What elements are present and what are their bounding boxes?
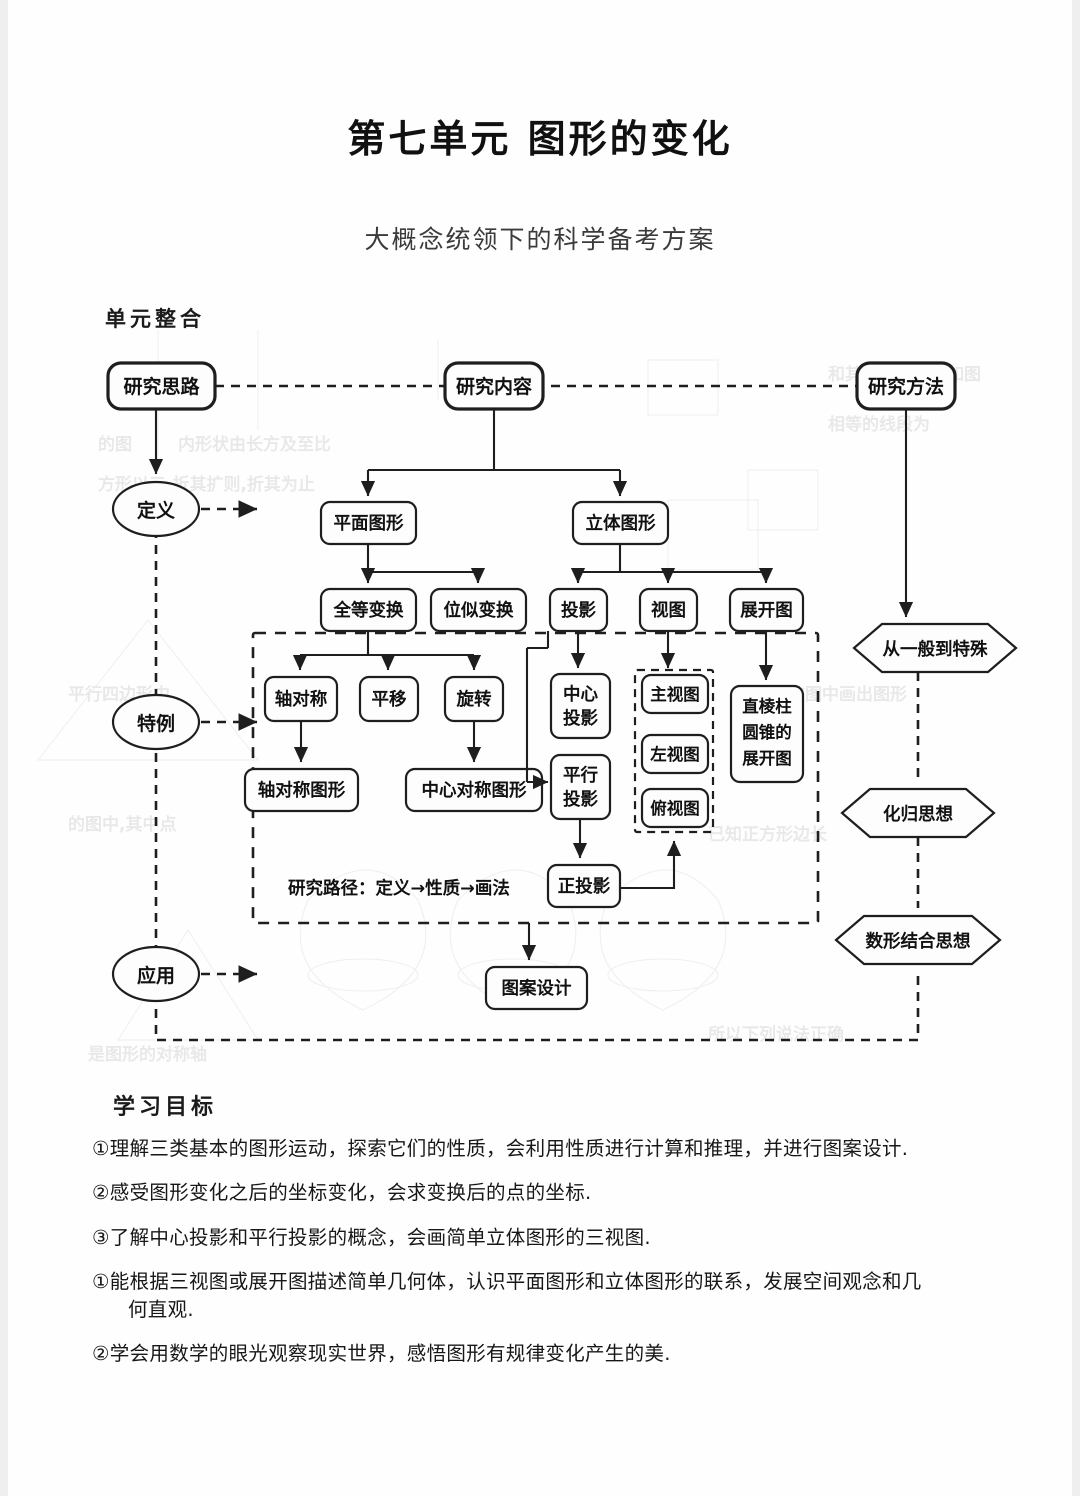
- edge-ortho-to-views: [620, 840, 682, 890]
- node-translation-label: 平移: [372, 689, 407, 710]
- three-views-frame: [633, 668, 715, 834]
- goal-item: ②学会用数学的眼光观察现实世界，感悟图形有规律变化产生的美.: [92, 1340, 1002, 1368]
- node-solid-figure[interactable]: 立体图形: [571, 500, 670, 546]
- node-prism-cone-unfolding-label-3: 展开图: [742, 749, 792, 768]
- node-congruent-transform-label: 全等变换: [333, 600, 404, 621]
- node-general-to-special[interactable]: 从一般到特殊: [852, 622, 1018, 674]
- node-axial-symmetry-label: 轴对称: [275, 689, 328, 710]
- node-top-view-label: 俯视图: [650, 798, 700, 818]
- node-plane-figure-label: 平面图形: [334, 513, 404, 534]
- node-congruent-transform[interactable]: 全等变换: [319, 587, 418, 633]
- unit-integration-label: 单元整合: [105, 308, 205, 331]
- node-projection-label: 投影: [561, 600, 596, 621]
- node-orthographic-projection-label: 正投影: [558, 876, 611, 897]
- goal-text-continuation: 何直观.: [128, 1298, 194, 1322]
- node-central-symmetric-figure[interactable]: 中心对称图形: [404, 767, 544, 813]
- goal-text: 能根据三视图或展开图描述简单几何体，认识平面图形和立体图形的联系，发展空间观念和…: [109, 1269, 922, 1293]
- node-central-projection[interactable]: 中心 投影: [549, 672, 612, 740]
- learning-goals-list: ①理解三类基本的图形运动，探索它们的性质，会利用性质进行计算和推理，并进行图案设…: [92, 1135, 1002, 1385]
- goal-marker: ①: [92, 1137, 110, 1160]
- node-central-projection-label-2: 投影: [563, 708, 598, 729]
- node-unfolding[interactable]: 展开图: [728, 587, 805, 633]
- node-top-view[interactable]: 俯视图: [640, 787, 710, 829]
- node-parallel-projection-label-2: 投影: [563, 789, 598, 810]
- node-number-shape-thought[interactable]: 数形结合思想: [834, 914, 1002, 966]
- edge-content-split: [366, 409, 622, 493]
- node-plane-figure[interactable]: 平面图形: [319, 500, 418, 546]
- node-similar-transform[interactable]: 位似变换: [429, 587, 528, 633]
- node-research-content[interactable]: 研究内容: [443, 361, 545, 411]
- node-orthographic-projection[interactable]: 正投影: [546, 863, 622, 909]
- node-unfolding-label: 展开图: [740, 601, 793, 621]
- node-solid-figure-label: 立体图形: [586, 513, 656, 534]
- goal-item: ①理解三类基本的图形运动，探索它们的性质，会利用性质进行计算和推理，并进行图案设…: [92, 1135, 1002, 1163]
- node-general-to-special-label: 从一般到特殊: [883, 639, 988, 660]
- node-central-symmetric-figure-label: 中心对称图形: [422, 780, 527, 801]
- node-main-view[interactable]: 主视图: [640, 673, 710, 715]
- goal-item: ③了解中心投影和平行投影的概念，会画简单立体图形的三视图.: [92, 1224, 1002, 1252]
- node-application[interactable]: 应用: [111, 945, 201, 1003]
- page-title: 第七单元 图形的变化: [347, 117, 733, 161]
- goal-text: 感受图形变化之后的坐标变化，会求变换后的点的坐标.: [109, 1181, 592, 1205]
- node-research-idea-label: 研究思路: [123, 375, 200, 398]
- goal-text: 学会用数学的眼光观察现实世界，感悟图形有规律变化产生的美.: [109, 1342, 671, 1366]
- node-translation[interactable]: 平移: [358, 675, 420, 723]
- node-projection[interactable]: 投影: [548, 587, 609, 633]
- node-transformation-thought-label: 化归思想: [883, 804, 953, 825]
- node-special-case[interactable]: 特例: [111, 693, 201, 751]
- node-application-label: 应用: [137, 964, 175, 987]
- node-prism-cone-unfolding-label-2: 圆锥的: [742, 722, 792, 742]
- edge-solid-split: [576, 544, 768, 582]
- node-rotation-label: 旋转: [456, 689, 492, 710]
- goal-item: ②感受图形变化之后的坐标变化，会求变换后的点的坐标.: [92, 1179, 1002, 1207]
- page-subtitle: 大概念统领下的科学备考方案: [364, 225, 716, 254]
- goal-text: 理解三类基本的图形运动，探索它们的性质，会利用性质进行计算和推理，并进行图案设计…: [109, 1137, 909, 1160]
- goal-marker: ②: [92, 1342, 110, 1366]
- node-view-label: 视图: [651, 600, 686, 621]
- goal-item: ①能根据三视图或展开图描述简单几何体，认识平面图形和立体图形的联系，发展空间观念…: [92, 1268, 1002, 1325]
- node-parallel-projection[interactable]: 平行 投影: [549, 753, 612, 821]
- research-path-note: 研究路径：定义→性质→画法: [288, 878, 510, 899]
- node-research-content-label: 研究内容: [456, 375, 532, 398]
- node-similar-transform-label: 位似变换: [444, 600, 514, 621]
- node-parallel-projection-label-1: 平行: [563, 765, 598, 786]
- goal-marker: ①: [92, 1269, 110, 1293]
- goal-marker: ③: [92, 1225, 110, 1249]
- node-pattern-design[interactable]: 图案设计: [484, 965, 589, 1011]
- node-prism-cone-unfolding-label-1: 直棱柱: [742, 696, 792, 716]
- node-research-method[interactable]: 研究方法: [855, 361, 957, 411]
- unit-integration-flowchart: 研究思路 研究内容 研究方法 定义 特例 应用 从: [106, 361, 1018, 1042]
- node-definition[interactable]: 定义: [111, 480, 201, 538]
- node-pattern-design-label: 图案设计: [502, 978, 572, 999]
- node-view[interactable]: 视图: [638, 587, 699, 633]
- node-main-view-label: 主视图: [650, 684, 700, 704]
- learning-goals-label: 学习目标: [113, 1094, 218, 1119]
- node-prism-cone-unfolding[interactable]: 直棱柱 圆锥的 展开图: [729, 684, 805, 784]
- node-axial-symmetry[interactable]: 轴对称: [263, 675, 339, 723]
- goal-text: 了解中心投影和平行投影的概念，会画简单立体图形的三视图.: [109, 1225, 651, 1249]
- node-axial-symmetric-figure-label: 轴对称图形: [258, 780, 346, 801]
- research-path-frame: [251, 631, 820, 925]
- edge-projection-left-hook: [525, 631, 548, 782]
- node-definition-label: 定义: [137, 499, 175, 522]
- node-rotation[interactable]: 旋转: [443, 675, 505, 723]
- node-left-view-label: 左视图: [650, 744, 700, 764]
- node-research-idea[interactable]: 研究思路: [106, 361, 217, 411]
- node-central-projection-label-1: 中心: [563, 684, 598, 705]
- node-research-method-label: 研究方法: [868, 375, 944, 398]
- node-axial-symmetric-figure[interactable]: 轴对称图形: [243, 767, 360, 813]
- node-special-case-label: 特例: [137, 712, 175, 735]
- edge-plane-split: [366, 544, 480, 582]
- node-transformation-thought[interactable]: 化归思想: [840, 787, 996, 839]
- goal-marker: ②: [92, 1181, 110, 1205]
- node-number-shape-thought-label: 数形结合思想: [866, 931, 971, 952]
- node-left-view[interactable]: 左视图: [640, 733, 710, 775]
